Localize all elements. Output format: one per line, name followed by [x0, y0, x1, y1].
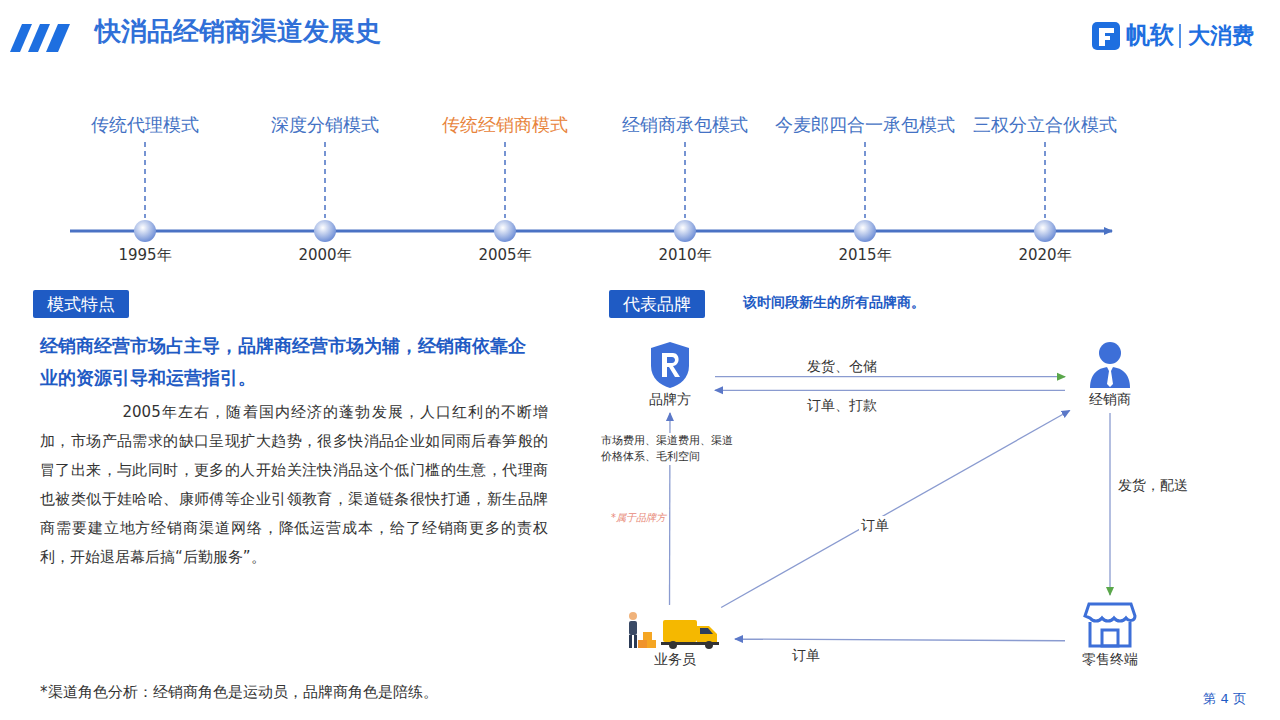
side-note: *属于品牌方	[611, 511, 666, 525]
year-label: 2005年	[455, 246, 555, 265]
mode-name: 三权分立合伙模式	[935, 113, 1155, 137]
page-number: 第 4 页	[1198, 690, 1246, 708]
logo-icon	[1092, 22, 1120, 50]
flow-arrow	[1109, 413, 1110, 595]
logo-text: 帆软	[1126, 19, 1174, 51]
edge-label: 发货，配送	[1116, 476, 1190, 494]
year-label: 2020年	[995, 246, 1095, 265]
brand-note: 该时间段新生的所有品牌商。	[743, 294, 925, 312]
worker-icon	[625, 610, 725, 650]
logo-subtext: 大消费	[1188, 21, 1254, 51]
mode-name: 经销商承包模式	[575, 113, 795, 137]
node-text: 品牌方	[649, 390, 691, 408]
timeline-ticks	[145, 142, 1045, 218]
year-label: 2000年	[275, 246, 375, 265]
node-text: 代表品牌	[623, 294, 691, 314]
salesman-node: 业务员	[620, 610, 730, 668]
year-label: 2010年	[635, 246, 735, 265]
feature-heading: 经销商经营市场占主导，品牌商经营市场为辅，经销商依靠企业的资源引导和运营指引。	[40, 330, 540, 394]
person-icon	[1087, 340, 1133, 390]
flow-arrow	[715, 376, 1065, 377]
dealer-node: 经销商	[1070, 340, 1150, 408]
edge-label: 市场费用、渠道费用、渠道价格体系、毛利空间	[599, 433, 745, 465]
timeline-axis	[70, 230, 1112, 233]
year-label: 1995年	[95, 246, 195, 265]
node-text: 模式特点	[47, 294, 115, 314]
edge-label: 订单、打款	[805, 396, 879, 414]
flow-arrow	[735, 639, 1065, 641]
timeline-dots	[134, 220, 1056, 242]
shield-icon	[647, 340, 693, 390]
logo-divider	[1179, 24, 1181, 48]
store-icon	[1083, 600, 1137, 650]
year-label: 2015年	[815, 246, 915, 265]
footnote: *渠道角色分析：经销商角色是运动员，品牌商角色是陪练。	[40, 683, 438, 702]
feature-body: 2005年左右，随着国内经济的蓬勃发展，人口红利的不断增加，市场产品需求的缺口呈…	[40, 398, 548, 572]
store-icon	[1083, 600, 1137, 650]
shield-icon	[647, 340, 693, 390]
section-tag: 代表品牌	[609, 290, 705, 318]
edge-label: 订单	[859, 516, 891, 534]
brand-node: 品牌方	[630, 340, 710, 408]
worker-icon	[625, 610, 725, 650]
mode-name: 传统经销商模式	[395, 113, 615, 137]
edge-label: 订单	[790, 646, 822, 664]
retail-node: 零售终端	[1070, 600, 1150, 668]
node-text: 经销商	[1089, 390, 1131, 408]
header-stripes	[10, 24, 70, 52]
mode-name: 深度分销模式	[215, 113, 435, 137]
mode-name: 今麦郎四合一承包模式	[755, 113, 975, 137]
section-tag: 模式特点	[33, 290, 129, 318]
edge-label: 发货、仓储	[805, 357, 879, 375]
node-text: 业务员	[654, 650, 696, 668]
mode-name: 传统代理模式	[35, 113, 255, 137]
flow-arrow	[715, 390, 1065, 391]
node-text: 零售终端	[1082, 650, 1138, 668]
flow-arrow	[721, 410, 1069, 607]
page-title: 快消品经销商渠道发展史	[95, 14, 381, 49]
person-icon	[1087, 340, 1133, 390]
